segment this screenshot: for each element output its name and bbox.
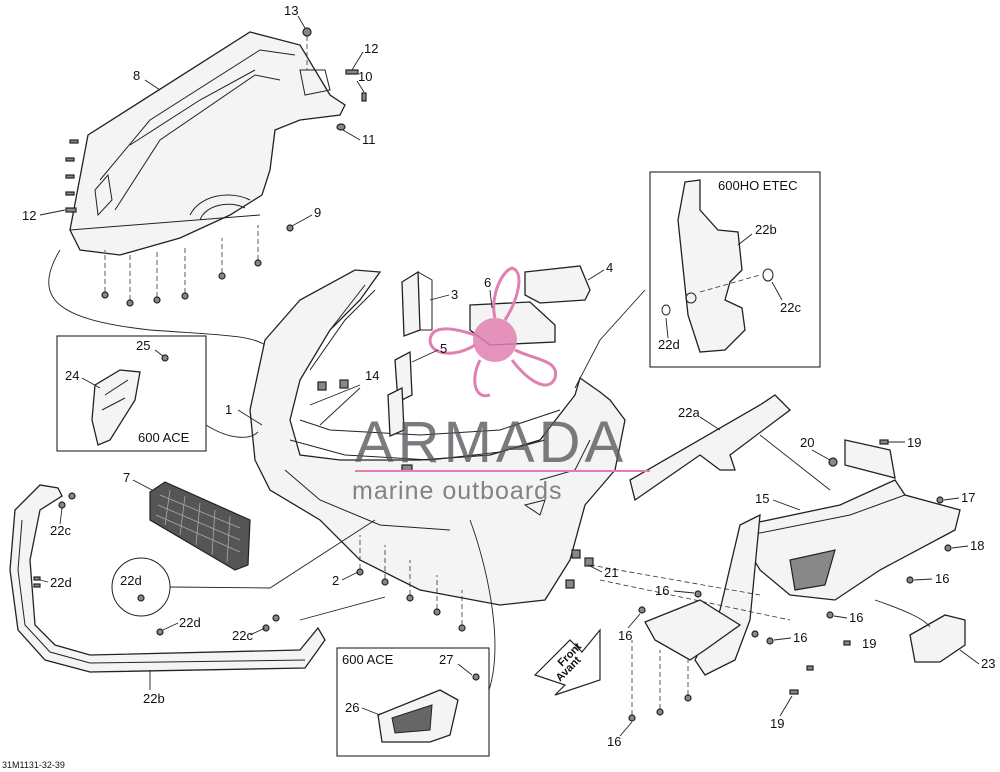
callout-labels: 13 12 10 11 8 12 9 6 3 4 5 14 1 25 24 60…	[22, 3, 995, 749]
inset-box-etec	[649, 171, 821, 368]
callout-30: 27	[439, 652, 453, 667]
callout-18: 18	[970, 538, 984, 553]
part-28-screw	[161, 354, 169, 362]
part-22b-pad	[677, 179, 761, 353]
callout-24-left: 22c	[50, 523, 71, 538]
callout-19-top: 19	[907, 435, 921, 450]
callout-11: 11	[362, 132, 376, 147]
callout-21: 21	[604, 565, 618, 580]
part-27-duct	[91, 369, 141, 446]
callout-23: 22b	[143, 691, 165, 706]
callout-29: 26	[345, 700, 359, 715]
callout-22b: 22b	[755, 222, 777, 237]
part-26-bracket	[909, 614, 966, 663]
callout-12-left: 12	[22, 208, 36, 223]
callout-15: 15	[755, 491, 769, 506]
callout-5: 5	[440, 341, 447, 356]
watermark-brand: ARMADA	[355, 410, 627, 475]
callout-19-right: 19	[862, 636, 876, 651]
part-3-pad	[401, 270, 433, 337]
callout-22c: 22c	[780, 300, 801, 315]
part-22c-washer	[762, 268, 774, 282]
propeller-logo-icon	[428, 266, 558, 398]
callout-22a: 22a	[678, 405, 700, 420]
callout-25-left: 22d	[50, 575, 72, 590]
part-22a-pad	[629, 394, 791, 502]
inset-label-etec: 600HO ETEC	[718, 178, 797, 193]
hardware-10-11-12-13	[65, 27, 367, 213]
callout-17: 17	[961, 490, 975, 505]
reference-code: 31M1131-32-39	[2, 760, 65, 770]
callout-6: 6	[484, 275, 491, 290]
callout-25-circle: 22d	[120, 573, 142, 588]
part-1-front-body	[249, 269, 626, 606]
callout-1: 1	[225, 402, 232, 417]
part-7-grille	[149, 481, 251, 571]
part-4-pad	[524, 265, 591, 304]
callout-16-mid: 16	[849, 610, 863, 625]
callout-16-left: 16	[618, 628, 632, 643]
callout-16-bottom: 16	[607, 734, 621, 749]
part-9-screws-row	[101, 224, 294, 307]
callout-20: 20	[800, 435, 814, 450]
callout-28: 25	[136, 338, 150, 353]
inset-box-ace-left	[56, 335, 207, 452]
callout-27: 24	[65, 368, 79, 383]
callout-16-low: 16	[793, 630, 807, 645]
callout-22d: 22d	[658, 337, 680, 352]
part-22d-washer	[661, 304, 671, 316]
part-2-screws	[356, 535, 466, 632]
callout-19-bottom: 19	[770, 716, 784, 731]
callout-16-right: 16	[935, 571, 949, 586]
part-30-screw	[472, 673, 480, 681]
front-direction-arrow: Front Avant	[533, 628, 601, 696]
callout-3: 3	[451, 287, 458, 302]
callout-25-bumper: 22d	[179, 615, 201, 630]
part-14-clips	[309, 379, 413, 472]
inset-box-ace-bottom	[336, 647, 490, 757]
callout-9: 9	[314, 205, 321, 220]
part-23-bumper	[9, 484, 326, 673]
callout-8: 8	[133, 68, 140, 83]
callout-2: 2	[332, 573, 339, 588]
inset-label-ace-bottom: 600 ACE	[342, 652, 394, 667]
callout-7: 7	[123, 470, 130, 485]
part-24-25-hardware	[33, 492, 280, 636]
callout-13: 13	[284, 3, 298, 18]
callout-4: 4	[606, 260, 613, 275]
callout-24-right: 22c	[232, 628, 253, 643]
part-8-upper-frame	[69, 31, 346, 256]
inset-label-ace-left: 600 ACE	[138, 430, 190, 445]
callout-10: 10	[358, 69, 372, 84]
armada-watermark: ARMADA marine outboards	[352, 266, 650, 505]
callout-14: 14	[365, 368, 379, 383]
part-29-duct	[377, 689, 459, 743]
part-5-pad	[387, 350, 413, 437]
callout-16-top: 16	[655, 583, 669, 598]
part-15-lower-pan	[644, 439, 961, 676]
callout-12-top: 12	[364, 41, 378, 56]
watermark-tagline: marine outboards	[352, 477, 563, 505]
callout-26: 23	[981, 656, 995, 671]
